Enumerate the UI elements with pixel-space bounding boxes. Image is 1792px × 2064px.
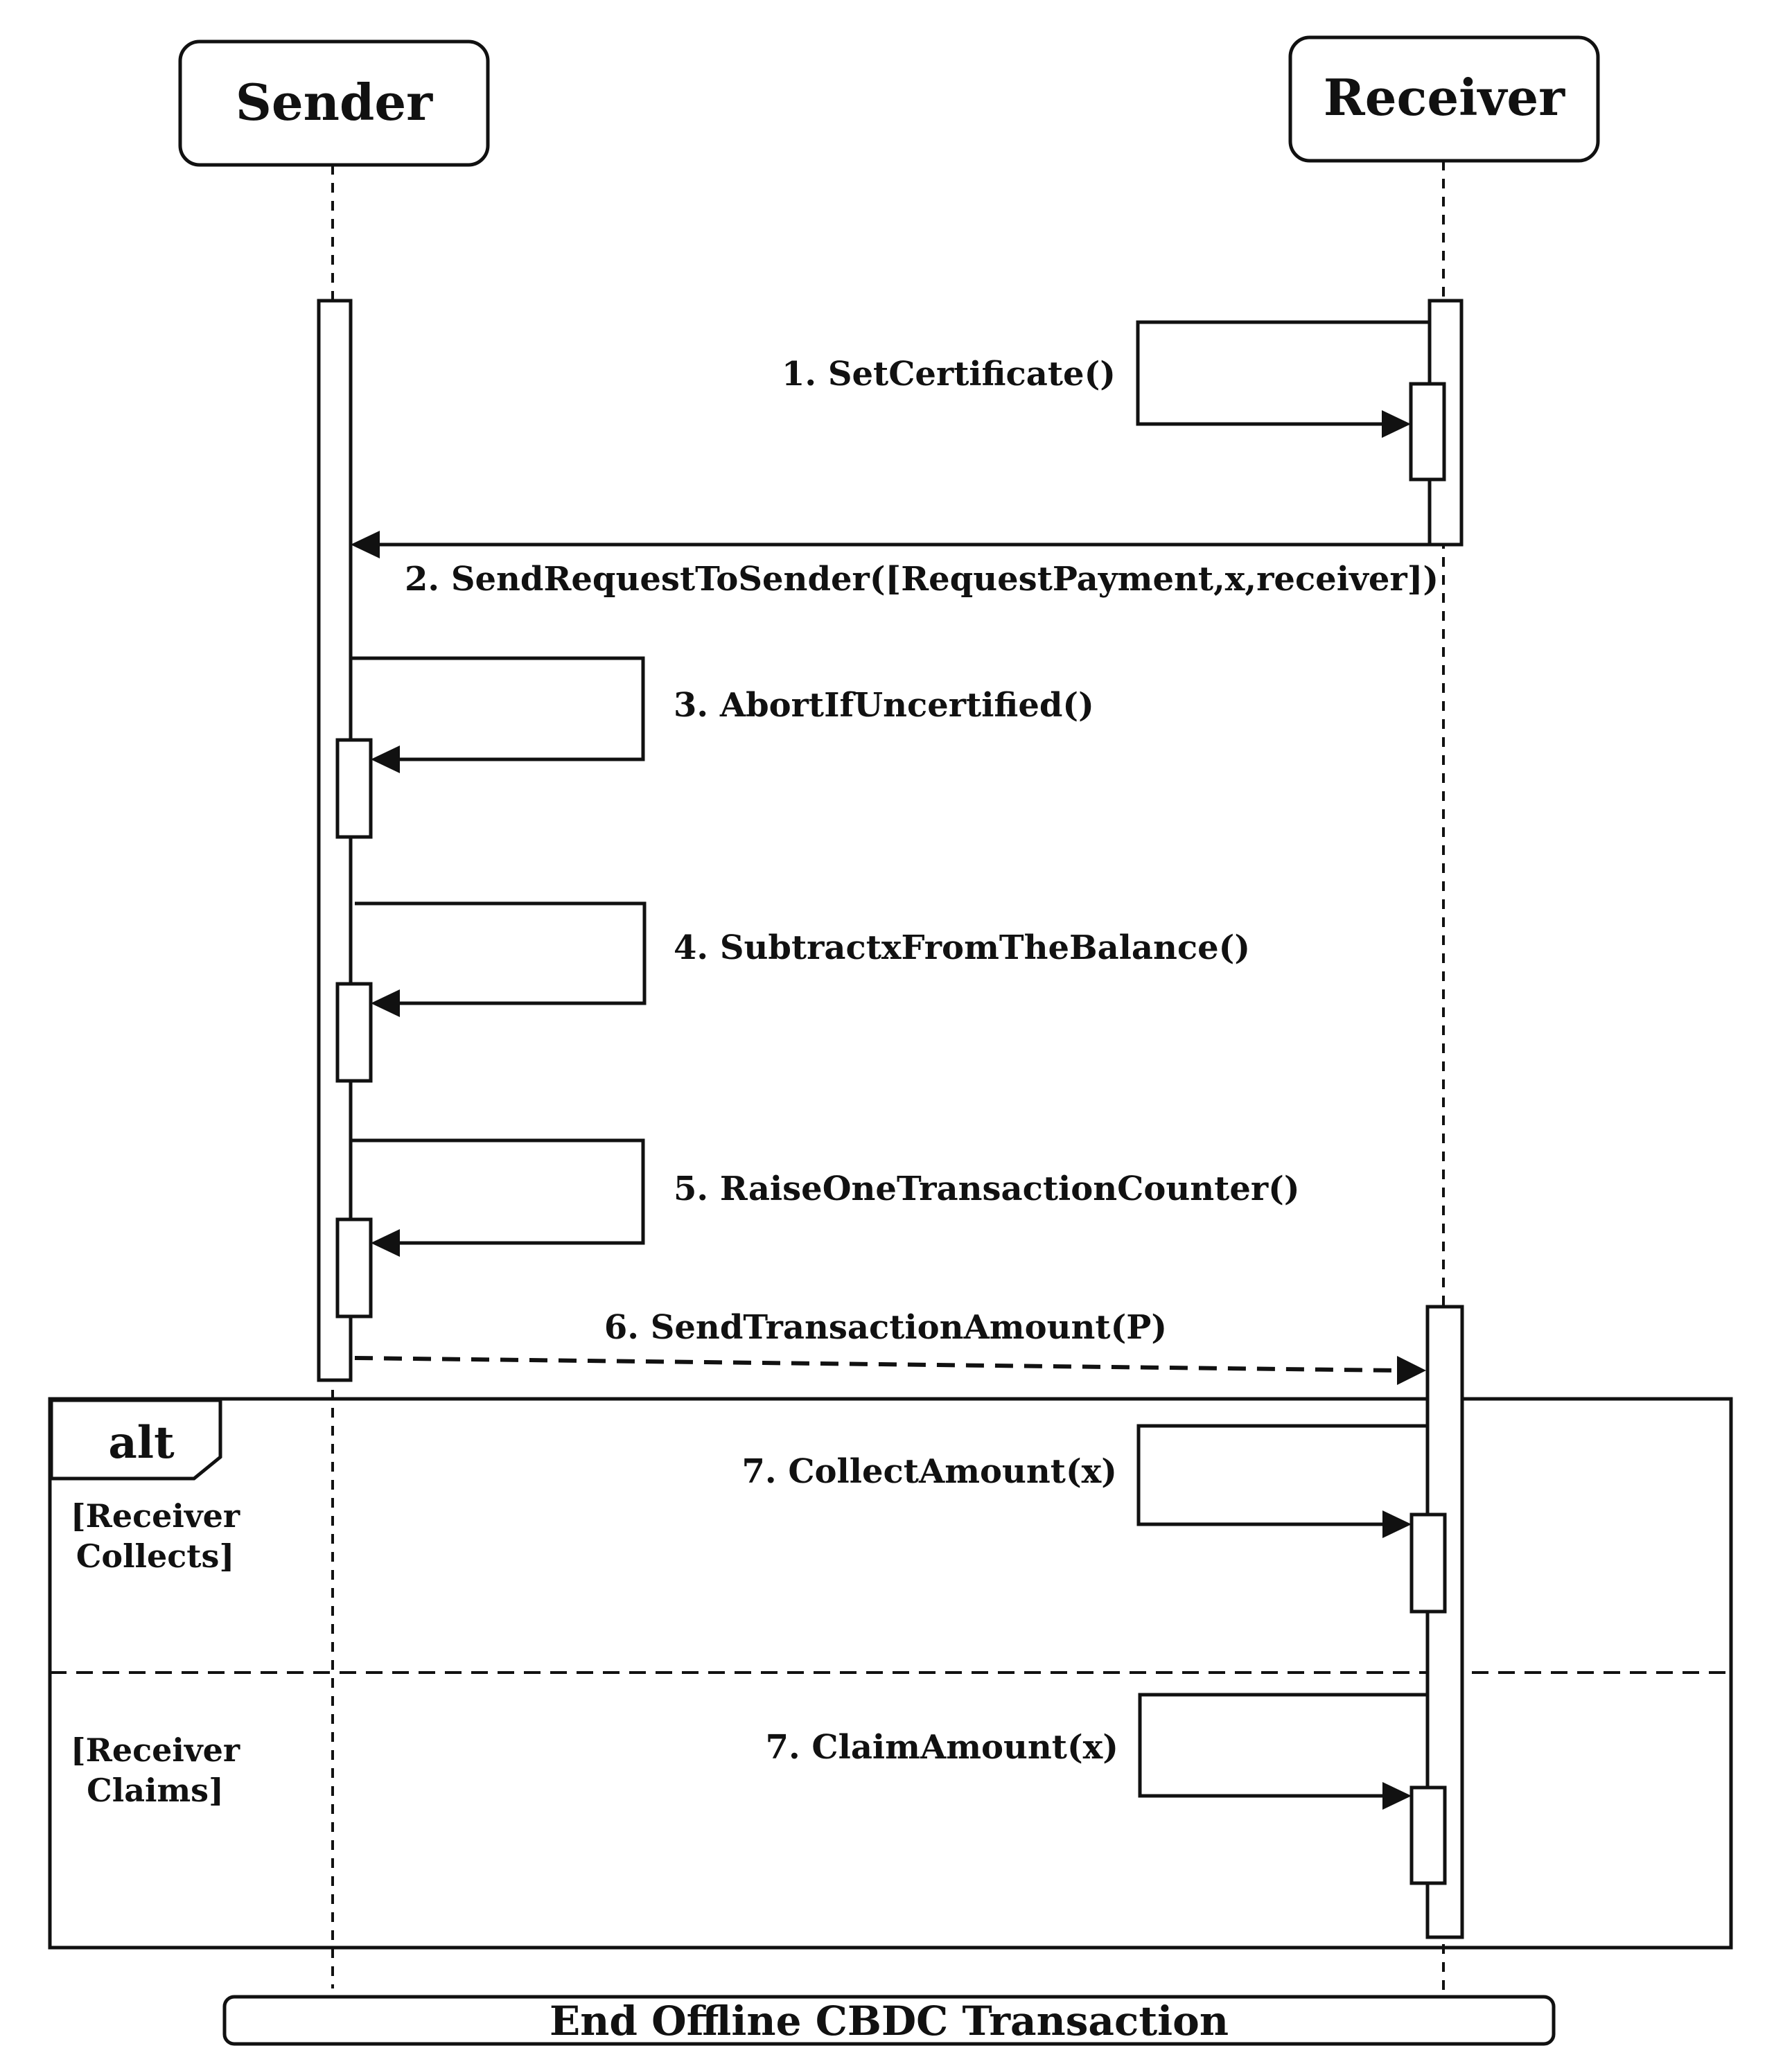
guard-receiver-collects-line2: Collects] xyxy=(76,1537,234,1575)
receiver-activation-claim xyxy=(1409,1785,1447,1885)
guard-receiver-claims-line1: [Receiver xyxy=(71,1731,240,1769)
end-transaction-label: End Offline CBDC Transaction xyxy=(550,1997,1229,2045)
message-collect-amount-label: 7. CollectAmount(x) xyxy=(742,1452,1118,1491)
message-send-request-label: 2. SendRequestToSender([RequestPayment,x… xyxy=(405,560,1439,599)
sender-activation-subtract xyxy=(335,982,373,1083)
end-transaction-bar: End Offline CBDC Transaction xyxy=(222,1995,1556,2046)
message-set-certificate: 1. SetCertificate() xyxy=(782,320,1430,438)
message-send-transaction-amount: 6. SendTransactionAmount(P) xyxy=(354,1308,1426,1385)
message-subtract-balance-label: 4. SubtractxFromTheBalance() xyxy=(674,928,1250,967)
sender-actor: Sender xyxy=(178,39,490,167)
message-abort-if-uncertified-label: 3. AbortIfUncertified() xyxy=(674,686,1094,725)
message-send-request: 2. SendRequestToSender([RequestPayment,x… xyxy=(351,531,1439,599)
message-subtract-balance: 4. SubtractxFromTheBalance() xyxy=(355,901,1250,1017)
message-raise-counter-label: 5. RaiseOneTransactionCounter() xyxy=(674,1170,1300,1208)
message-send-transaction-amount-label: 6. SendTransactionAmount(P) xyxy=(604,1308,1167,1347)
alt-fragment: alt [Receiver Collects] [Receiver Claims… xyxy=(48,1397,1733,1950)
message-claim-amount-label: 7. ClaimAmount(x) xyxy=(766,1728,1118,1767)
sender-actor-label: Sender xyxy=(236,73,433,132)
receiver-actor: Receiver xyxy=(1288,35,1600,163)
message-raise-counter: 5. RaiseOneTransactionCounter() xyxy=(351,1138,1300,1257)
guard-receiver-collects-line1: [Receiver xyxy=(71,1497,240,1535)
receiver-activation-collect xyxy=(1409,1512,1447,1614)
receiver-actor-label: Receiver xyxy=(1324,68,1565,127)
sender-activation-raise xyxy=(335,1217,373,1318)
sender-activation-main xyxy=(317,299,353,1382)
sender-activation-abort xyxy=(335,738,373,839)
receiver-activation-setcert xyxy=(1409,382,1446,482)
message-collect-amount: 7. CollectAmount(x) xyxy=(742,1424,1428,1538)
message-set-certificate-label: 1. SetCertificate() xyxy=(782,355,1116,394)
alt-operator-label: alt xyxy=(108,1417,175,1469)
message-claim-amount: 7. ClaimAmount(x) xyxy=(766,1693,1428,1810)
message-abort-if-uncertified: 3. AbortIfUncertified() xyxy=(351,656,1094,773)
guard-receiver-claims-line2: Claims] xyxy=(87,1772,224,1809)
